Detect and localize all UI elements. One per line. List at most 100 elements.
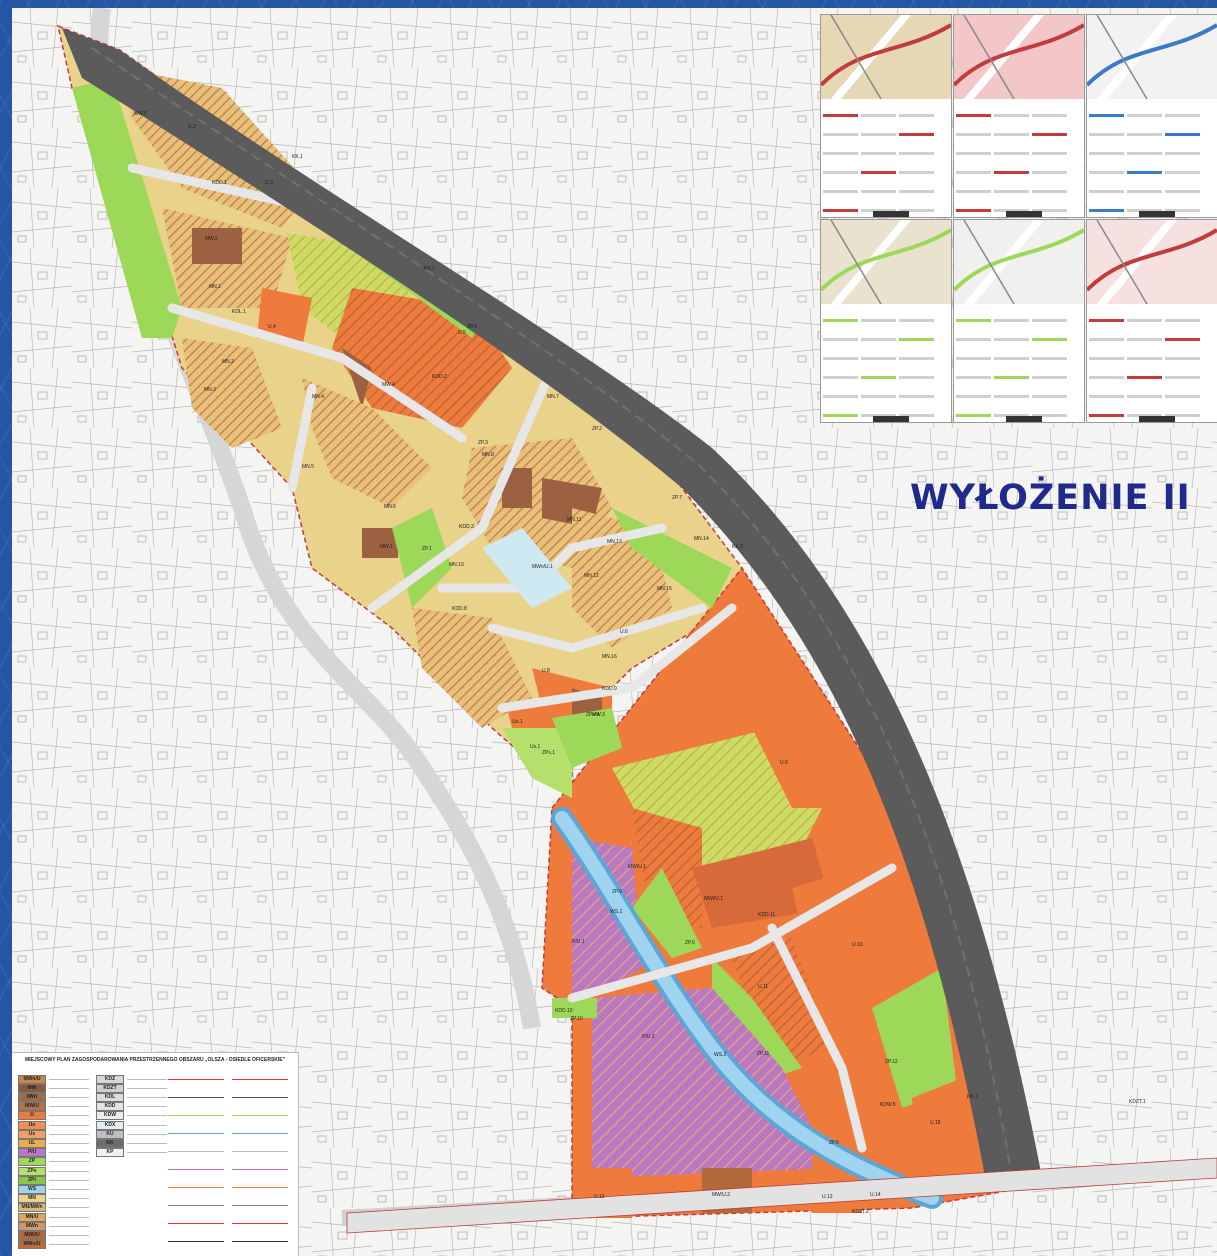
legend-item: U: [18, 1111, 89, 1121]
legend-item: MWn: [18, 1221, 89, 1231]
legend-swatch: KK: [96, 1138, 124, 1148]
zone-pu1: [572, 838, 642, 1008]
green-strip-west: [72, 78, 182, 338]
zone-label: ZP.10: [570, 1016, 583, 1022]
legend-swatch: KDW: [96, 1111, 124, 1121]
legend-swatch: KP: [96, 1148, 124, 1158]
zone-label: U.3: [265, 180, 273, 186]
zone-label: U.4: [268, 324, 276, 330]
legend-line-symbol: [168, 1237, 224, 1245]
legend-item: MW/U: [18, 1102, 89, 1112]
legend-line-symbol: [232, 1093, 288, 1101]
legend-description-line: [127, 1078, 167, 1080]
legend-swatch: MW/U: [18, 1102, 46, 1112]
zone-label: MN.10: [449, 562, 464, 568]
legend-description-line: [49, 1179, 89, 1181]
reference-sheet-map: [954, 15, 1084, 99]
legend-description-line: [127, 1124, 167, 1126]
legend-title: MIEJSCOWY PLAN ZAGOSPODAROWANIA PRZESTRZ…: [25, 1057, 285, 1063]
reference-sheet[interactable]: [820, 219, 952, 423]
zone-pu2: [592, 988, 832, 1178]
zone-label: ZP.9: [612, 889, 622, 895]
road-kdzt: [346, 1157, 1217, 1234]
legend-description-line: [127, 1142, 167, 1144]
legend-item: KDX: [96, 1120, 167, 1130]
legend-description-line: [49, 1244, 89, 1246]
zone-label: ZP.4: [467, 324, 477, 330]
legend-swatch: Uo: [18, 1120, 46, 1130]
reference-sheet[interactable]: [1086, 219, 1217, 423]
zone-label: ZP.1: [422, 546, 432, 552]
zone-label: KK.1: [292, 154, 303, 160]
zone-label: U.15: [930, 1120, 941, 1126]
zone-zp11: [712, 958, 802, 1078]
zone-label: MN.16: [602, 654, 617, 660]
legend-swatch: MWn: [18, 1221, 46, 1231]
zone-label: MN.4: [312, 394, 324, 400]
zone-label: U.13: [822, 1194, 833, 1200]
zone-label: KDD.1: [212, 180, 227, 186]
legend-item: KU: [96, 1129, 167, 1139]
legend-item: ZPi: [18, 1175, 89, 1185]
zone-label: MN.12: [584, 573, 599, 579]
zone-label: ZP.3: [478, 440, 488, 446]
reference-sheet-map: [1087, 15, 1217, 99]
legend-item: MN/MWn: [18, 1203, 89, 1213]
legend-item: UL: [18, 1138, 89, 1148]
legend-line-symbol: [232, 1147, 288, 1155]
reference-sheet-map: [954, 220, 1084, 304]
legend-item: KK: [96, 1138, 167, 1148]
zone-label: KDL.1: [232, 309, 246, 315]
reference-sheet-badge: [873, 416, 909, 422]
reference-sheet[interactable]: [1086, 14, 1217, 218]
reference-sheet-legend: [956, 103, 1082, 215]
legend-swatch: P/U: [18, 1148, 46, 1158]
zone-u11: [732, 938, 832, 1068]
reference-sheet[interactable]: [820, 14, 952, 218]
reference-sheet-badge: [873, 211, 909, 217]
zone-label: ZP.2: [592, 426, 602, 432]
reference-sheet-legend: [956, 308, 1082, 420]
legend-swatch: KDZT: [96, 1083, 124, 1093]
legend-description-line: [49, 1225, 89, 1227]
legend-description-line: [49, 1170, 89, 1172]
zone-label: U.2: [188, 124, 196, 130]
zone-mn-3: [182, 338, 282, 448]
legend-line-symbol: [168, 1075, 224, 1083]
legend-description-line: [49, 1087, 89, 1089]
internal-streets: [127, 163, 897, 1153]
zone-label: MN.6: [384, 504, 396, 510]
legend-line-symbol: [168, 1129, 224, 1137]
legend-description-line: [49, 1198, 89, 1200]
legend-description-line: [127, 1096, 167, 1098]
legend-line-symbol: [232, 1111, 288, 1119]
zone-label: KDD.2: [432, 374, 447, 380]
zone-label: MN.13: [607, 539, 622, 545]
reference-sheet[interactable]: [953, 14, 1085, 218]
legend-swatch: MWn/U: [18, 1240, 46, 1250]
zone-label: KK.3: [732, 544, 743, 550]
legend-swatch: UL: [18, 1138, 46, 1148]
legend-description-line: [49, 1096, 89, 1098]
zone-label: MW/U.1: [628, 864, 646, 870]
legend-description-line: [49, 1216, 89, 1218]
legend-line-symbol: [232, 1183, 288, 1191]
zone-label: MWn/U.1: [532, 564, 553, 570]
legend-swatch: KU: [96, 1129, 124, 1139]
legend-line-symbol: [168, 1201, 224, 1209]
zone-label: U.11: [758, 984, 768, 990]
building-b: [502, 468, 532, 508]
zone-label: KDD.11: [758, 912, 775, 918]
legend-line-symbol: [168, 1111, 224, 1119]
legend-item: Us: [18, 1129, 89, 1139]
reference-sheet[interactable]: [953, 219, 1085, 423]
legend-description-line: [49, 1106, 89, 1108]
reference-sheet-badge: [1006, 416, 1042, 422]
legend-line-symbol: [232, 1075, 288, 1083]
legend-swatch: ZPi: [18, 1175, 46, 1185]
reference-sheet-legend: [823, 308, 949, 420]
zone-label: ZP.12: [885, 1059, 898, 1065]
zone-mwi-u2: [412, 608, 532, 728]
reference-sheet-legend: [1089, 103, 1215, 215]
